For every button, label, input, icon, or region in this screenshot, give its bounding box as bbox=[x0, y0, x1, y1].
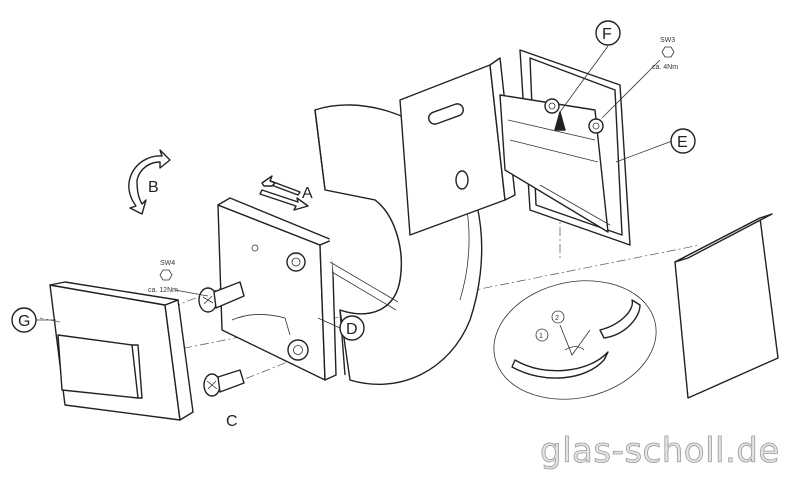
screw-c-upper bbox=[198, 281, 245, 313]
leader-lines bbox=[36, 45, 673, 329]
label-a: A bbox=[302, 185, 313, 202]
wall-plate bbox=[674, 213, 779, 399]
label-e: E bbox=[670, 128, 696, 154]
adjustment-detail: 1 2 bbox=[493, 280, 657, 400]
cover-plate-g bbox=[39, 281, 194, 421]
label-g-text: G bbox=[18, 313, 30, 330]
rotation-arrow-b bbox=[128, 149, 171, 215]
lower-wrench-size: SW4 bbox=[160, 260, 175, 267]
hex-symbol-upper bbox=[661, 46, 675, 58]
slide-arrow-a bbox=[259, 175, 309, 211]
label-d-text: D bbox=[346, 321, 358, 338]
upper-torque-value: ca. 4Nm bbox=[652, 64, 678, 71]
mounting-plate bbox=[399, 57, 516, 236]
hex-symbol-lower bbox=[159, 269, 173, 281]
screw-c-lower bbox=[203, 369, 245, 397]
label-e-text: E bbox=[677, 134, 688, 151]
label-d: D bbox=[339, 315, 365, 341]
upper-wrench-size: SW3 bbox=[660, 37, 675, 44]
label-g: G bbox=[11, 307, 37, 333]
label-f: F bbox=[595, 20, 621, 46]
adjust-marker-2: 2 bbox=[555, 315, 559, 322]
watermark: glas-scholl.de bbox=[540, 431, 780, 471]
wall-bracket-e bbox=[499, 49, 631, 246]
adjust-marker-1: 1 bbox=[539, 333, 543, 340]
label-f-text: F bbox=[602, 26, 612, 43]
lower-torque-value: ca. 12Nm bbox=[148, 287, 178, 294]
label-c: C bbox=[226, 413, 238, 430]
label-b: B bbox=[148, 179, 159, 196]
clamp-plate-d bbox=[217, 197, 337, 381]
